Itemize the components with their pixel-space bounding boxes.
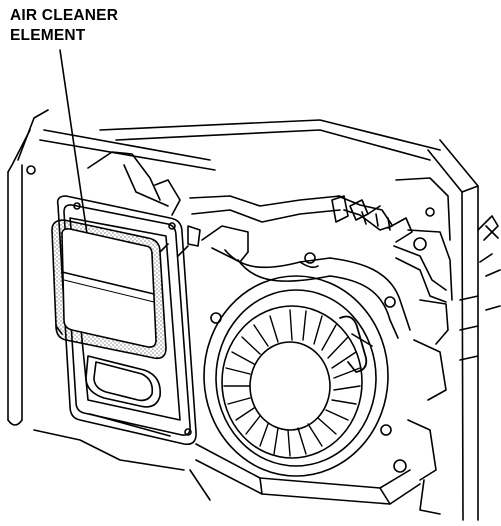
engine-right-side bbox=[332, 178, 500, 514]
callout-line-2: ELEMENT bbox=[10, 27, 86, 44]
frame-tubes bbox=[8, 110, 498, 520]
callout-line-1: AIR CLEANER bbox=[10, 7, 119, 24]
callout-label: AIR CLEANER ELEMENT bbox=[10, 6, 118, 46]
air-cleaner-element bbox=[52, 220, 168, 358]
lower-base bbox=[34, 430, 420, 504]
upper-engine-parts bbox=[88, 152, 446, 338]
recoil-starter bbox=[204, 276, 406, 476]
intake-tube bbox=[86, 356, 170, 436]
